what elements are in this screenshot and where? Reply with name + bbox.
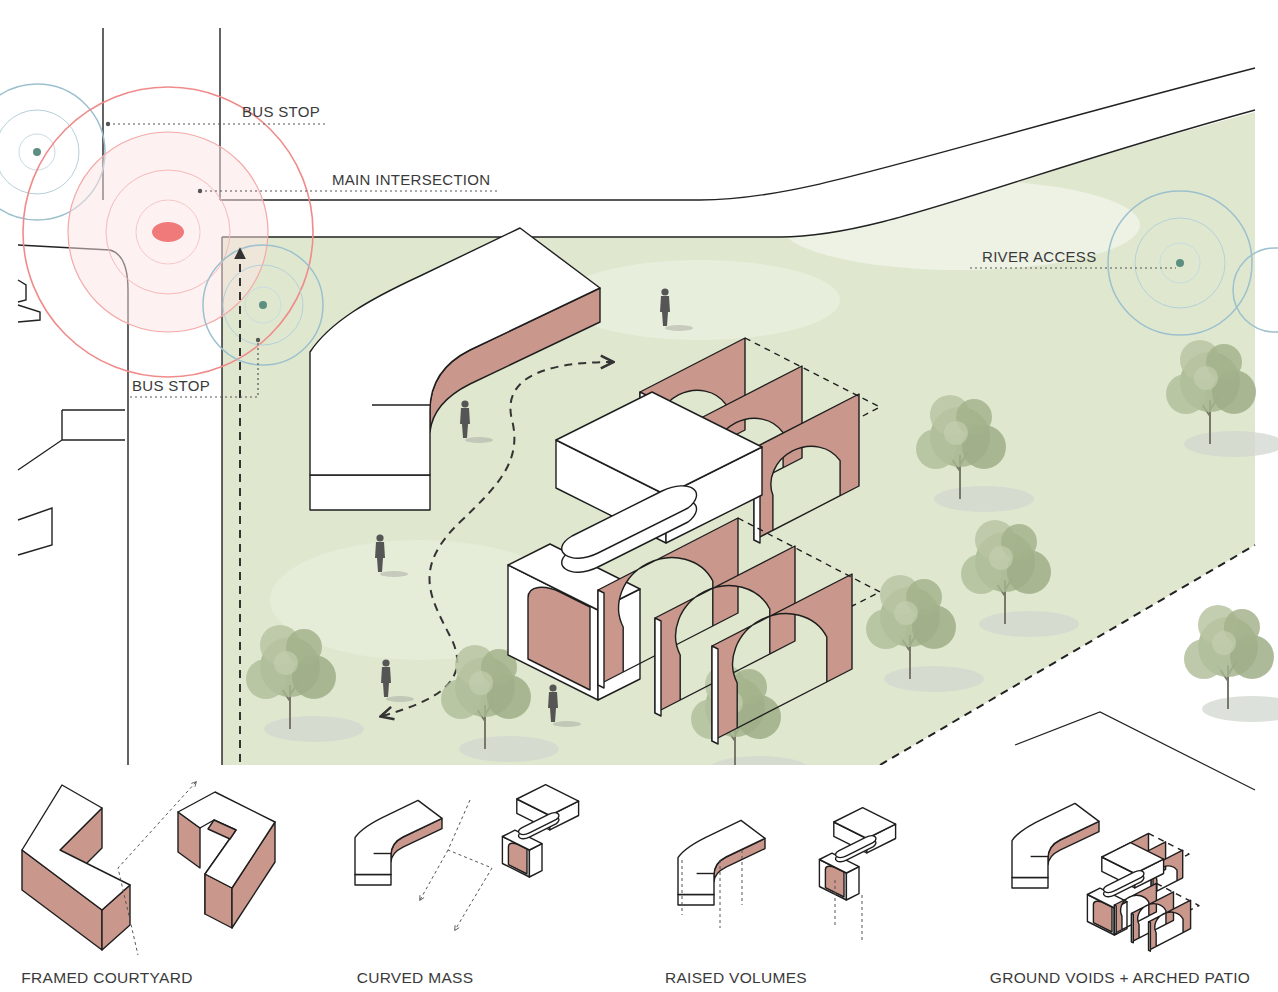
intersection-rings [23, 87, 313, 377]
sketch-guides [682, 850, 862, 940]
site-illustration [355, 800, 442, 885]
caption-label: RAISED VOLUMES [665, 968, 807, 987]
sketch-guides [720, 860, 721, 928]
site-plan [381, 659, 414, 702]
site-plan [375, 534, 408, 577]
site-plan [866, 575, 984, 692]
river-access-rings [1233, 248, 1278, 332]
sketch-guides [682, 860, 683, 915]
site-illustration [819, 808, 895, 900]
site-plan [0, 28, 1278, 765]
leader-lines [108, 123, 326, 124]
bus-stop-rings [223, 265, 303, 345]
road-lines [18, 410, 125, 470]
site-plan [598, 518, 880, 744]
sketch-guides [742, 850, 743, 905]
intersection-rings [68, 132, 268, 332]
callout-label: BUS STOP [242, 103, 320, 121]
sketch-guides [835, 880, 836, 925]
haze [560, 260, 840, 340]
leader-lines [130, 340, 258, 397]
bus-stop-rings [203, 245, 323, 365]
road-lines [18, 305, 40, 322]
river-access-rings [1135, 218, 1225, 308]
callout-label: BUS STOP [132, 377, 210, 395]
bus-stop-rings [0, 110, 79, 194]
sketch-guides [862, 895, 863, 940]
intersection-rings [68, 132, 268, 332]
road-lines [222, 110, 1255, 237]
site-plan [916, 395, 1034, 512]
framed-courtyard-sketch [208, 820, 236, 839]
site-illustration [502, 785, 578, 877]
road-lines [18, 280, 26, 302]
framed-courtyard-sketch [22, 785, 130, 910]
site-illustration [678, 820, 765, 905]
river-access-rings [1108, 191, 1252, 335]
bus-stop-rings [33, 148, 41, 156]
callout-label: MAIN INTERSECTION [332, 171, 490, 189]
river-access-rings [1176, 259, 1184, 267]
bus-stop-rings [203, 245, 323, 365]
leader-dots [198, 189, 202, 193]
callout-label: RIVER ACCESS [982, 248, 1096, 266]
site-plan [961, 520, 1079, 637]
site-illustration [1012, 803, 1099, 888]
leader-lines [108, 124, 1176, 397]
bus-stop-rings [259, 301, 267, 309]
leader-lines [200, 190, 500, 191]
sketch-arrow [118, 782, 196, 955]
site-plan [660, 288, 693, 331]
river-access-rings [1108, 191, 1278, 335]
leader-dots [256, 338, 260, 342]
caption-label: CURVED MASS [357, 968, 474, 987]
road-lines [18, 508, 52, 555]
site-plan [246, 625, 364, 742]
leader-lines [970, 267, 1176, 268]
circulation-arrow [239, 252, 241, 762]
caption-label: FRAMED COURTYARD [21, 968, 192, 987]
framed-courtyard-sketch [178, 792, 275, 888]
intersection-rings [136, 200, 200, 264]
site-plan [1166, 340, 1278, 457]
leader-dots [106, 122, 260, 342]
bus-stop-rings [245, 287, 281, 323]
road-lines [18, 245, 128, 765]
bus-stop-rings [19, 134, 55, 170]
site-plan [460, 400, 493, 443]
leader-dots [106, 122, 110, 126]
context-outline [1015, 712, 1255, 790]
caption-label: GROUND VOIDS + ARCHED PATIO [990, 968, 1250, 987]
site-plan [1184, 605, 1278, 722]
site-plan [691, 665, 809, 765]
river-access-rings [1160, 243, 1200, 283]
sketch-arrow [448, 800, 492, 930]
site-ground [222, 112, 1255, 765]
site-plan [548, 684, 581, 727]
haze [780, 180, 1140, 270]
road-lines [18, 28, 1255, 765]
sketch-arrow [420, 850, 448, 900]
road-lines [220, 68, 1255, 200]
intersection-rings [23, 87, 313, 377]
intersection-rings [152, 222, 184, 242]
site-illustration [1114, 883, 1199, 951]
framed-courtyard-sketch [22, 785, 275, 950]
